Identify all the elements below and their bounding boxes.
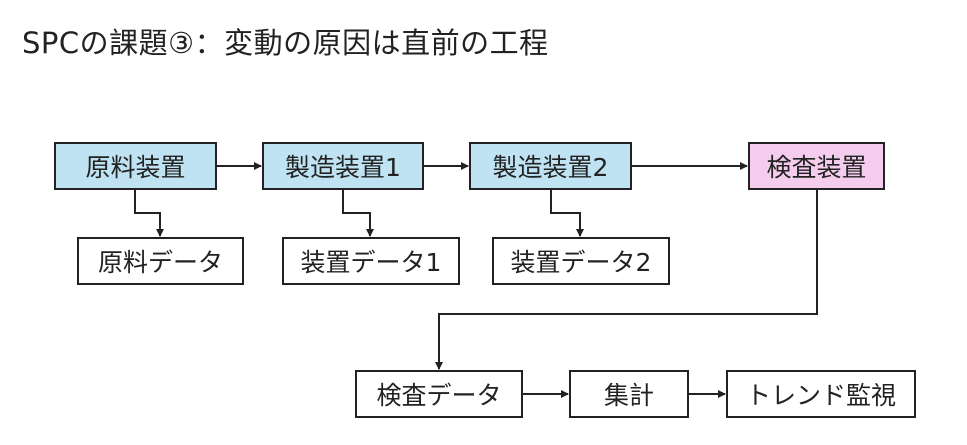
page-title: SPCの課題③：変動の原因は直前の工程 bbox=[22, 26, 549, 60]
device-data-2-label: 装置データ2 bbox=[510, 248, 652, 277]
inspection-device-label: 検査装置 bbox=[766, 153, 867, 182]
arrow-mfg1-to-devdata1 bbox=[342, 190, 374, 237]
device-data-2-box: 装置データ2 bbox=[492, 237, 670, 285]
raw-material-device-label: 原料装置 bbox=[85, 153, 186, 182]
manufacturing-device-1-label: 製造装置1 bbox=[285, 153, 401, 182]
device-data-1-label: 装置データ1 bbox=[300, 248, 442, 277]
inspection-data-box: 検査データ bbox=[355, 370, 523, 418]
raw-material-data-box: 原料データ bbox=[77, 237, 244, 285]
arrow-inspection-to-inspdata bbox=[435, 190, 818, 370]
manufacturing-device-1-box: 製造装置1 bbox=[262, 142, 424, 190]
arrow-mfg2-to-devdata2 bbox=[550, 190, 584, 237]
inspection-device-box: 検査装置 bbox=[748, 142, 885, 190]
manufacturing-device-2-box: 製造装置2 bbox=[469, 142, 632, 190]
raw-material-data-label: 原料データ bbox=[97, 248, 223, 277]
aggregation-box: 集計 bbox=[569, 370, 689, 418]
manufacturing-device-2-label: 製造装置2 bbox=[492, 153, 609, 182]
raw-material-device-box: 原料装置 bbox=[54, 142, 217, 190]
arrow-raw-to-rawdata bbox=[134, 190, 164, 237]
trend-monitoring-label: トレンド監視 bbox=[745, 381, 896, 410]
inspection-data-label: 検査データ bbox=[376, 381, 502, 410]
aggregation-label: 集計 bbox=[603, 381, 654, 410]
device-data-1-box: 装置データ1 bbox=[282, 237, 460, 285]
trend-monitoring-box: トレンド監視 bbox=[726, 370, 916, 418]
